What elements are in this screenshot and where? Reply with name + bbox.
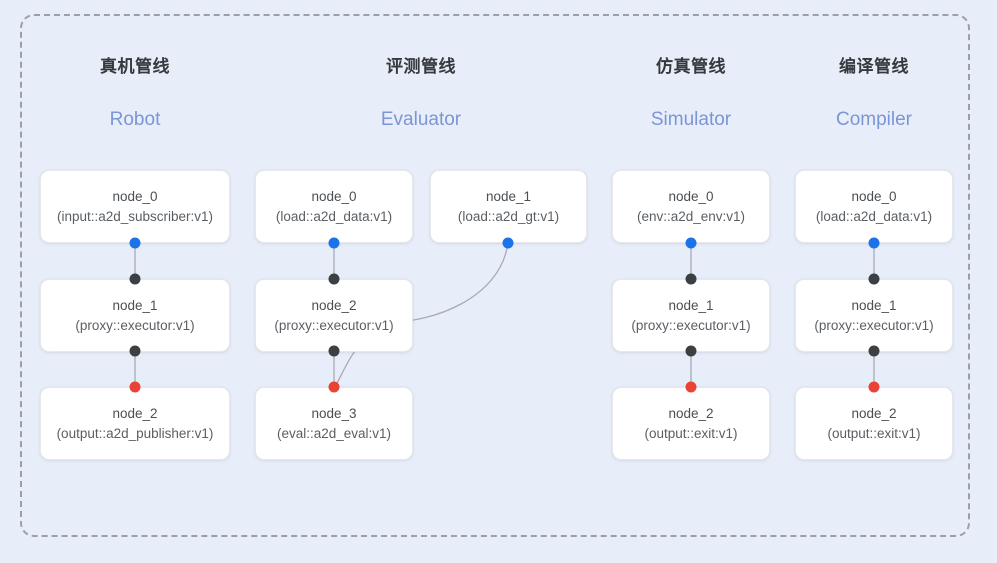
node-spec: (eval::a2d_eval:v1) bbox=[276, 425, 392, 441]
column-compiler: 编译管线 Compiler bbox=[794, 52, 954, 131]
node-evaluator-0[interactable]: node_0 (load::a2d_data:v1) bbox=[255, 170, 413, 243]
node-spec: (load::a2d_data:v1) bbox=[275, 208, 393, 224]
column-title-en-simulator: Simulator bbox=[650, 109, 732, 130]
node-spec: (load::a2d_data:v1) bbox=[815, 208, 933, 224]
node-simulator-1[interactable]: node_1 (proxy::executor:v1) bbox=[612, 279, 770, 352]
column-title-en-compiler: Compiler bbox=[835, 109, 913, 130]
node-compiler-0[interactable]: node_0 (load::a2d_data:v1) bbox=[795, 170, 953, 243]
port-input-robot-2[interactable] bbox=[129, 381, 141, 393]
port-input-simulator-1[interactable] bbox=[685, 273, 697, 285]
node-name: node_3 bbox=[311, 405, 357, 421]
node-compiler-2[interactable]: node_2 (output::exit:v1) bbox=[795, 387, 953, 460]
port-output-evaluator-2[interactable] bbox=[328, 345, 340, 357]
port-input-simulator-2[interactable] bbox=[685, 381, 697, 393]
port-output-compiler-0[interactable] bbox=[868, 237, 880, 249]
node-simulator-2[interactable]: node_2 (output::exit:v1) bbox=[612, 387, 770, 460]
node-name: node_2 bbox=[112, 405, 158, 421]
port-output-robot-1[interactable] bbox=[129, 345, 141, 357]
column-simulator: 仿真管线 Simulator bbox=[611, 52, 771, 131]
node-name: node_1 bbox=[485, 188, 532, 204]
node-name: node_2 bbox=[851, 405, 897, 421]
node-robot-1[interactable]: node_1 (proxy::executor:v1) bbox=[40, 279, 230, 352]
column-title-en-robot: Robot bbox=[109, 109, 161, 130]
column-title-cn-evaluator: 评测管线 bbox=[386, 57, 456, 76]
node-evaluator-2[interactable]: node_2 (proxy::executor:v1) bbox=[255, 279, 413, 352]
port-output-simulator-1[interactable] bbox=[685, 345, 697, 357]
port-input-robot-1[interactable] bbox=[129, 273, 141, 285]
node-name: node_0 bbox=[668, 188, 714, 204]
node-spec: (env::a2d_env:v1) bbox=[636, 208, 746, 224]
port-output-compiler-1[interactable] bbox=[868, 345, 880, 357]
node-name: node_1 bbox=[668, 297, 714, 313]
node-name: node_1 bbox=[112, 297, 158, 313]
node-spec: (proxy::executor:v1) bbox=[631, 317, 751, 333]
node-spec: (output::a2d_publisher:v1) bbox=[56, 425, 214, 441]
port-input-evaluator-3[interactable] bbox=[328, 381, 340, 393]
port-output-evaluator-0[interactable] bbox=[328, 237, 340, 249]
node-spec: (proxy::executor:v1) bbox=[814, 317, 934, 333]
column-title-en-evaluator: Evaluator bbox=[380, 109, 462, 130]
node-simulator-0[interactable]: node_0 (env::a2d_env:v1) bbox=[612, 170, 770, 243]
node-spec: (load::a2d_gt:v1) bbox=[457, 208, 560, 224]
node-spec: (proxy::executor:v1) bbox=[75, 317, 195, 333]
port-output-evaluator-1[interactable] bbox=[502, 237, 514, 249]
node-name: node_0 bbox=[311, 188, 357, 204]
dashed-group-frame bbox=[20, 14, 970, 537]
port-output-simulator-0[interactable] bbox=[685, 237, 697, 249]
node-spec: (output::exit:v1) bbox=[644, 425, 738, 441]
node-name: node_1 bbox=[851, 297, 897, 313]
port-input-compiler-1[interactable] bbox=[868, 273, 880, 285]
node-name: node_2 bbox=[668, 405, 714, 421]
port-input-evaluator-2[interactable] bbox=[328, 273, 340, 285]
node-robot-2[interactable]: node_2 (output::a2d_publisher:v1) bbox=[40, 387, 230, 460]
node-evaluator-3[interactable]: node_3 (eval::a2d_eval:v1) bbox=[255, 387, 413, 460]
node-spec: (proxy::executor:v1) bbox=[274, 317, 394, 333]
column-title-cn-compiler: 编译管线 bbox=[839, 57, 909, 76]
column-robot: 真机管线 Robot bbox=[55, 52, 215, 131]
column-evaluator: 评测管线 Evaluator bbox=[341, 52, 501, 131]
node-spec: (input::a2d_subscriber:v1) bbox=[56, 208, 214, 224]
node-name: node_0 bbox=[851, 188, 897, 204]
port-input-compiler-2[interactable] bbox=[868, 381, 880, 393]
node-robot-0[interactable]: node_0 (input::a2d_subscriber:v1) bbox=[40, 170, 230, 243]
node-name: node_0 bbox=[112, 188, 158, 204]
node-name: node_2 bbox=[311, 297, 357, 313]
node-evaluator-1[interactable]: node_1 (load::a2d_gt:v1) bbox=[430, 170, 587, 243]
column-title-cn-robot: 真机管线 bbox=[100, 57, 170, 76]
node-compiler-1[interactable]: node_1 (proxy::executor:v1) bbox=[795, 279, 953, 352]
node-spec: (output::exit:v1) bbox=[827, 425, 921, 441]
port-output-robot-0[interactable] bbox=[129, 237, 141, 249]
column-title-cn-simulator: 仿真管线 bbox=[656, 57, 726, 76]
